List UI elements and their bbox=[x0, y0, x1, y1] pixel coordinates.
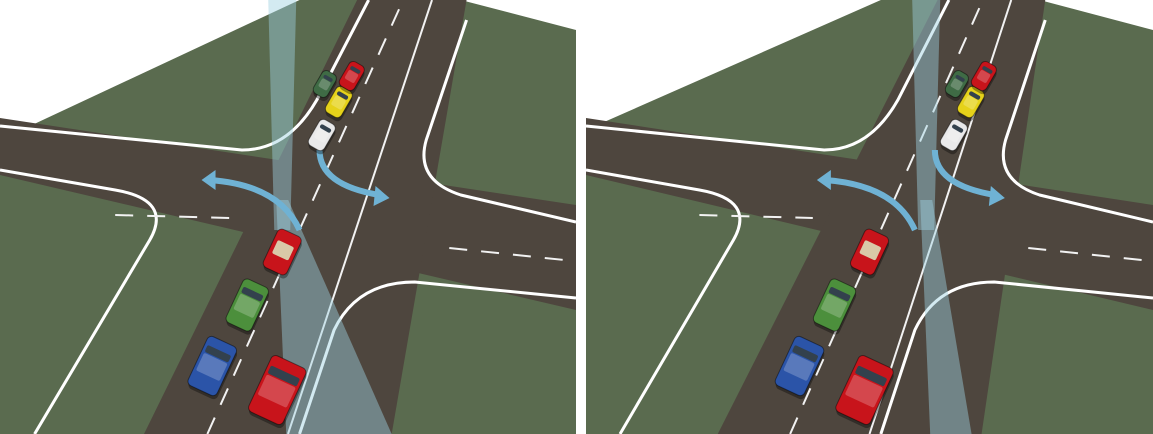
right-intersection-illustration bbox=[586, 0, 1153, 434]
right-intersection-panel bbox=[586, 0, 1153, 434]
left-intersection-panel bbox=[0, 0, 576, 434]
left-intersection-illustration bbox=[0, 0, 576, 434]
